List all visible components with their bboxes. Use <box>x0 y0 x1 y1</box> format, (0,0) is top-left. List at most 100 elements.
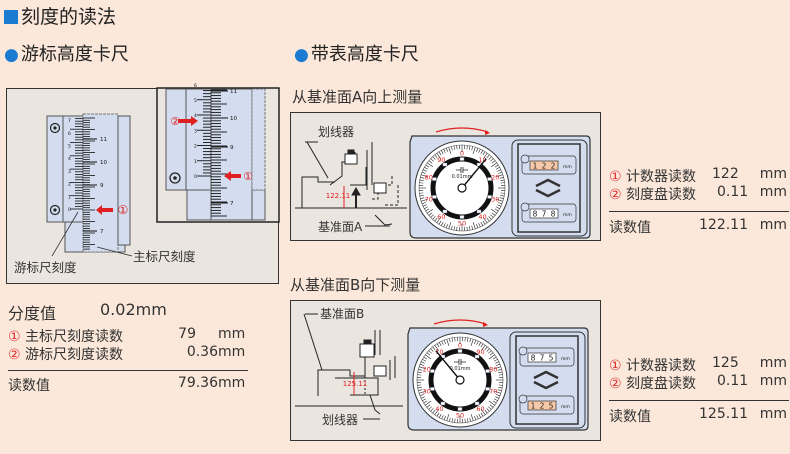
counter-digit: 8 <box>533 210 538 219</box>
rotation-arrow-icon <box>435 127 489 133</box>
dial-tick <box>420 177 425 179</box>
dial-label: 90 <box>476 348 484 356</box>
dial-tick <box>417 384 422 386</box>
reference-label-b: 基准面B <box>320 307 364 321</box>
dial-tick <box>478 148 481 153</box>
dial-tick <box>499 197 504 199</box>
main-scale <box>82 113 119 253</box>
dial-tick <box>500 192 505 194</box>
resolution-value: 0.02mm <box>100 300 167 319</box>
marker-1: ① <box>118 203 129 217</box>
dial-label: 90 <box>437 156 445 164</box>
height-value-b: 125.11 <box>343 380 368 388</box>
dial-tick <box>441 150 444 154</box>
counter-digit: 5 <box>549 354 554 363</box>
dial-label: 50 <box>458 220 466 228</box>
row-unit: mm <box>759 166 787 182</box>
bullet-icon: ● <box>294 45 309 65</box>
dial-tick <box>471 146 473 151</box>
dial-tick <box>480 408 486 415</box>
dial-tick <box>476 415 479 420</box>
dial-tick <box>434 408 440 415</box>
dial-tick <box>420 361 425 364</box>
dial-tick <box>425 208 430 212</box>
dial-tick <box>480 412 484 417</box>
dial-tick <box>427 162 434 168</box>
rotation-arrow-icon <box>433 319 487 325</box>
counter-unit: mm <box>561 405 570 410</box>
dial-tick <box>423 400 428 404</box>
dial-tick <box>494 398 498 401</box>
dial-label: 80 <box>489 366 497 374</box>
dial-tick <box>421 174 428 178</box>
result-unit: mm <box>759 217 787 233</box>
dial-tick <box>482 151 486 156</box>
dial-tick <box>488 354 495 360</box>
dial-tick <box>486 348 490 352</box>
pointer-hub <box>455 375 465 385</box>
dial-tick <box>432 409 436 414</box>
dial-tick <box>443 148 446 153</box>
inset-main-number: 9 <box>230 145 234 151</box>
dial-label: 80 <box>425 174 433 182</box>
main-scale-number: 10 <box>100 160 107 166</box>
dial-tick <box>438 220 442 225</box>
screw-icon <box>49 204 61 216</box>
dial-tick <box>417 374 422 376</box>
dial-tick <box>419 195 424 197</box>
dial-tick <box>439 414 442 418</box>
vernier-number: 4 <box>68 156 71 162</box>
dial-tick <box>428 212 433 216</box>
dial-tick <box>486 154 490 159</box>
dial-tick <box>449 338 451 343</box>
dial-tick <box>495 361 500 364</box>
vernier-number: 3 <box>68 169 71 175</box>
row-label: 计数器读数 <box>626 169 697 185</box>
dial-tick <box>419 179 424 181</box>
dial-tick <box>422 204 427 207</box>
inset-vernier-number: 4 <box>194 113 197 119</box>
dial-tick <box>434 345 440 352</box>
inset-main-number: 11 <box>230 89 237 95</box>
dial-tick <box>500 182 505 184</box>
divider <box>609 400 789 401</box>
scriber-label-b: 划线器 <box>322 413 358 427</box>
dial-tick <box>418 369 423 371</box>
dial-tick <box>417 387 422 389</box>
dial-tick <box>474 339 477 344</box>
inset-vernier-number: 1 <box>194 159 197 165</box>
main-scale-number: 9 <box>100 183 104 189</box>
dial-tick <box>453 226 455 231</box>
main-scale-number: 7 <box>100 229 104 235</box>
vernier-number: 6 <box>68 131 71 137</box>
counter-unit: mm <box>563 213 572 218</box>
dial-tick <box>422 169 427 172</box>
dial-tick <box>492 400 497 404</box>
dial-tick <box>446 414 450 421</box>
dial-tick <box>476 224 479 229</box>
dial-tick <box>497 204 502 207</box>
dial-tick <box>438 151 442 156</box>
dial-tick <box>432 346 436 351</box>
section-b-title: 从基准面B向下测量 <box>290 276 421 294</box>
section-a-setup <box>295 141 407 227</box>
counter-unit: mm <box>563 165 572 170</box>
pointer-hub <box>457 183 467 193</box>
inset-marker-1: ① <box>243 170 253 183</box>
result-value: 122.11 <box>699 217 748 233</box>
dial-tick <box>484 409 488 414</box>
row-label: 刻度盘读数 <box>626 376 697 392</box>
dial-tick <box>494 208 499 212</box>
dial-tick <box>498 171 503 174</box>
dial-tick <box>451 418 453 423</box>
row-value: 122 <box>712 166 739 182</box>
dial-tick <box>476 147 479 152</box>
reading-row-vernier: ② 游标尺刻度读数 0.36 mm <box>8 344 248 364</box>
dial-tick <box>419 394 424 397</box>
